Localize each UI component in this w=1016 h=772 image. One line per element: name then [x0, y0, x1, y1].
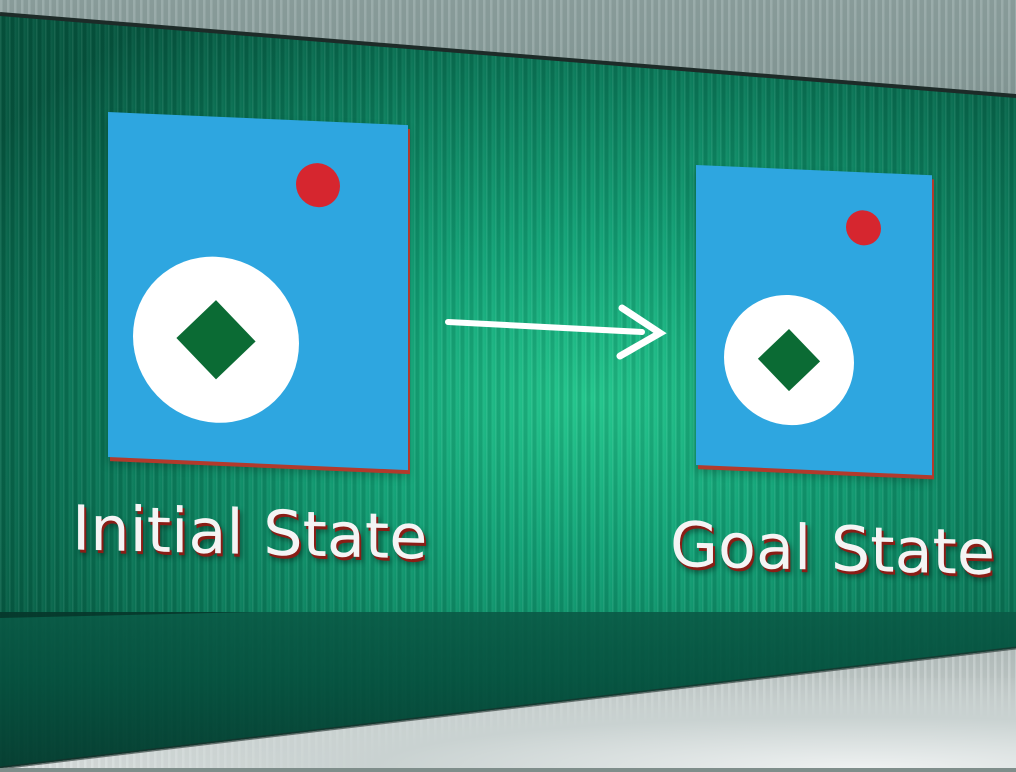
goal-state-label: Goal State: [670, 507, 996, 590]
white-disc: [724, 292, 854, 428]
red-dot: [846, 209, 881, 247]
initial-state-panel: [108, 112, 408, 471]
initial-state-label: Initial State: [72, 491, 428, 574]
right-arrow-icon: [445, 304, 667, 360]
green-diamond: [176, 300, 256, 380]
goal-state-panel: [696, 165, 932, 476]
red-dot: [296, 162, 340, 209]
green-diamond: [757, 328, 821, 392]
white-disc: [133, 253, 299, 427]
